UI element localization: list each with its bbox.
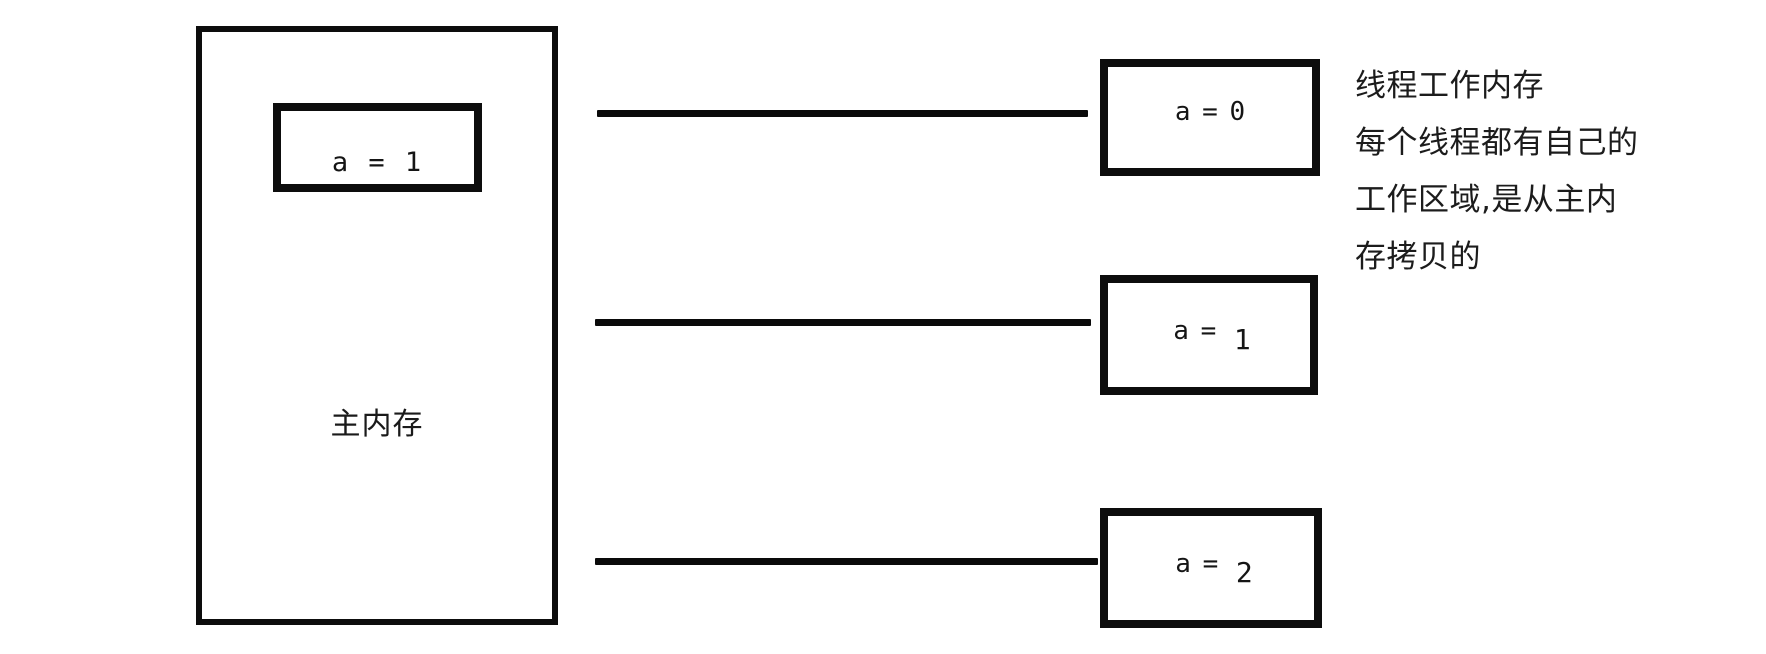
thread-box-2-equals: = [1200,316,1219,346]
annotation-line-2: 每个线程都有自己的 [1355,125,1639,161]
thread-box-1-text: a = 0 [1108,97,1312,127]
thread-box-2-variable: a [1173,316,1191,346]
connector-line-3 [595,558,1098,565]
thread-working-memory-box-1: a = 0 [1100,59,1320,176]
main-memory-value-box: a = 1 [273,103,482,192]
annotation-line-4: 存拷贝的 [1355,239,1481,275]
annotation-line-1: 线程工作内存 [1355,68,1544,104]
annotation-line-3: 工作区域,是从主内 [1355,182,1618,218]
thread-box-3-text: a = 2 [1108,546,1314,589]
thread-box-1-equals: = [1202,97,1220,127]
thread-box-1-value: 0 [1229,97,1246,127]
connector-line-1 [597,110,1088,117]
connector-line-2 [595,319,1091,326]
thread-working-memory-box-2: a = 1 [1100,275,1318,395]
thread-box-3-value: 2 [1235,556,1253,589]
thread-box-2-text: a = 1 [1108,313,1310,356]
thread-box-2-value: 1 [1233,323,1251,356]
main-memory-value-text: a = 1 [331,147,424,178]
annotation-text-block: 线程工作内存 每个线程都有自己的 工作区域,是从主内 存拷贝的 [1355,58,1755,286]
main-memory-label: 主内存 [330,407,424,442]
thread-box-3-variable: a [1175,549,1193,579]
thread-box-1-variable: a [1174,97,1193,127]
thread-working-memory-box-3: a = 2 [1100,508,1322,628]
thread-box-3-equals: = [1202,549,1221,579]
